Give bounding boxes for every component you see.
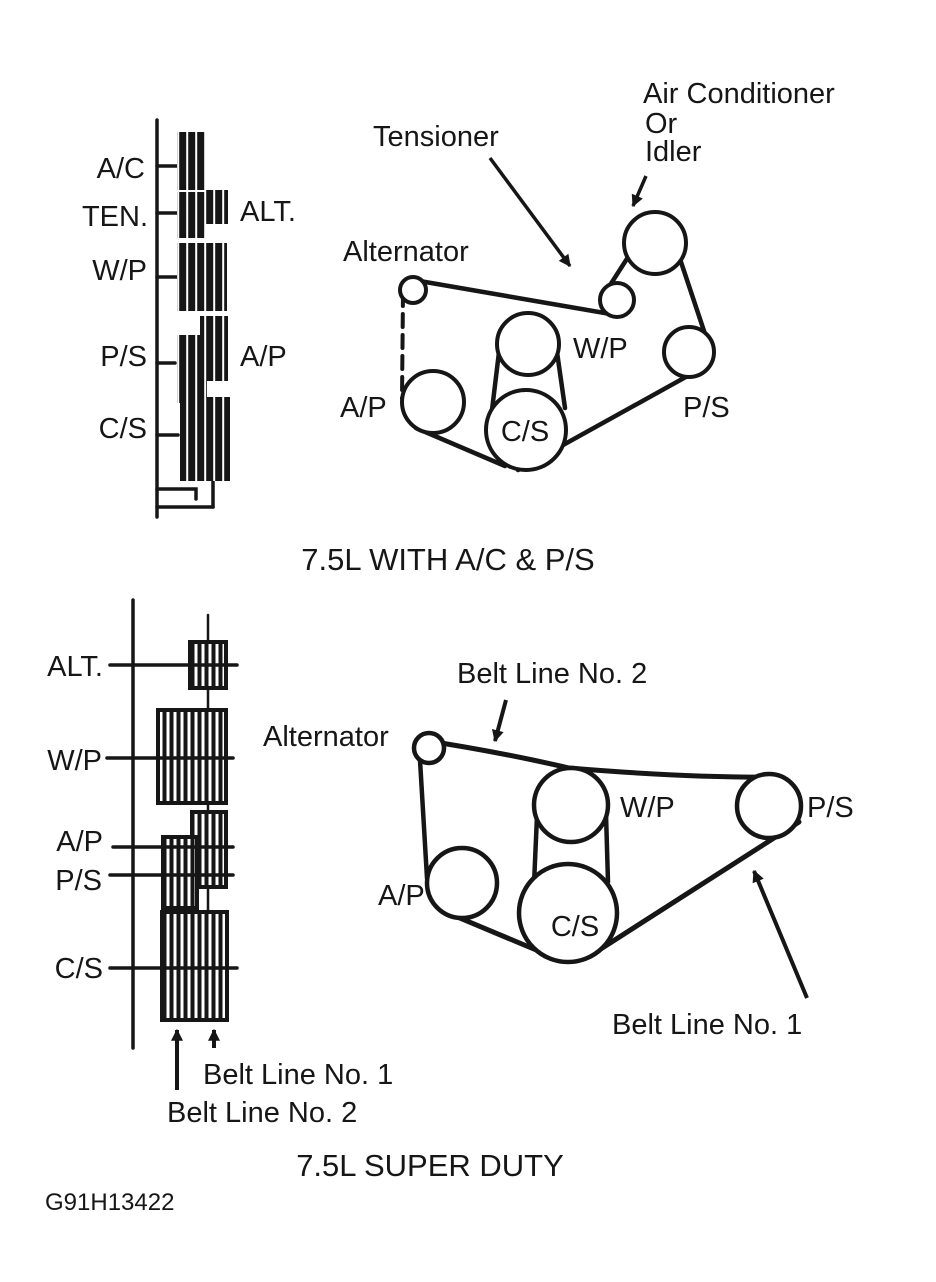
d2-circle-powersteering (734, 771, 804, 841)
d2-label-ap: A/P (378, 880, 425, 912)
d1-label-idler: Idler (645, 136, 702, 168)
d2-front-view: Belt Line No. 2 Alternator W/P P/S A/P C… (263, 658, 854, 1041)
d2-side-label-beltline1: Belt Line No. 1 (203, 1059, 393, 1091)
d2-beltline2-arrow (492, 699, 508, 743)
d1-side-label-alt: ALT. (240, 196, 296, 228)
d1-pulley-ac (177, 132, 205, 190)
d1-bracket-step (155, 487, 198, 501)
d1-circle-alternator (398, 275, 428, 305)
d2-side-label-alt: ALT. (47, 651, 103, 683)
d1-pulley-waterpump (177, 243, 227, 311)
diagram-75l-with-ac-ps: A/C TEN. W/P P/S C/S ALT. A/P (82, 78, 835, 577)
figure-code: G91H13422 (45, 1189, 174, 1216)
d1-label-wp: W/P (573, 333, 628, 365)
d1-label-alternator: Alternator (343, 236, 469, 268)
d1-side-label-ten: TEN. (82, 201, 148, 233)
d2-circle-waterpump (531, 765, 611, 845)
d2-label-beltline2: Belt Line No. 2 (457, 658, 647, 690)
d1-circle-crankshaft (484, 388, 568, 472)
d2-belt-ap-alt (417, 757, 430, 881)
d1-side-label-ps: P/S (100, 341, 147, 373)
d1-pulley-powersteering (177, 335, 207, 403)
d2-label-ps: P/S (807, 792, 854, 824)
d1-circle-waterpump (495, 311, 561, 377)
d1-circle-powersteering (662, 325, 716, 379)
d2-belt-top-run (419, 737, 783, 780)
d1-side-view: A/C TEN. W/P P/S C/S ALT. A/P (82, 118, 296, 519)
d1-circle-airpump (400, 369, 466, 435)
d2-caption: 7.5L SUPER DUTY (296, 1148, 564, 1183)
d1-idler-arrow (631, 175, 648, 208)
d1-label-tensioner: Tensioner (373, 121, 499, 153)
d1-label-or: Or (645, 108, 678, 140)
d1-belt-wp-cs-right (554, 349, 568, 411)
d1-side-label-ac: A/C (97, 153, 145, 185)
d2-pulley-crankshaft (160, 910, 229, 1022)
d2-label-beltline1: Belt Line No. 1 (612, 1009, 802, 1041)
d1-pulley-tensioner (177, 192, 205, 238)
d2-pulley-airpump (161, 835, 199, 910)
d1-label-air-conditioner: Air Conditioner (643, 78, 835, 110)
d1-caption: 7.5L WITH A/C & P/S (301, 542, 594, 577)
d2-side-label-ps: P/S (55, 865, 102, 897)
d1-circle-tensioner (598, 281, 636, 319)
d1-label-cs: C/S (501, 416, 549, 448)
d1-belt-alt-tensioner (405, 276, 625, 319)
d1-label-ps: P/S (683, 392, 730, 424)
d1-belt-wp-cs-left (489, 349, 502, 413)
d2-belt-ps-cs (593, 819, 802, 955)
d1-tensioner-arrow (488, 156, 572, 268)
d1-side-label-ap: A/P (240, 341, 287, 373)
d2-side-view: ALT. W/P A/P P/S C/S Belt Line No. 1 Bel… (47, 598, 393, 1129)
diagram-75l-super-duty: ALT. W/P A/P P/S C/S Belt Line No. 1 Bel… (47, 598, 854, 1183)
d1-side-label-cs: C/S (99, 413, 147, 445)
d2-circle-crankshaft (516, 861, 620, 965)
d2-belt-wp-cs-left (531, 813, 540, 887)
d2-side-label-wp: W/P (47, 745, 102, 777)
d2-belt-cs-ap (452, 913, 544, 955)
d2-belt-wp-cs-right (603, 811, 611, 885)
d2-label-alternator: Alternator (263, 721, 389, 753)
d1-label-ap: A/P (340, 392, 387, 424)
d2-beltline1-arrow (752, 869, 809, 999)
d1-pulley-alternator (205, 190, 228, 224)
d2-side-label-ap: A/P (56, 826, 103, 858)
d2-side-label-cs: C/S (55, 953, 103, 985)
d2-label-wp: W/P (620, 792, 675, 824)
d1-pulley-crankshaft (180, 397, 230, 481)
d1-side-label-wp: W/P (92, 255, 147, 287)
d2-label-cs: C/S (551, 911, 599, 943)
d1-circle-ac-idler (622, 210, 688, 276)
d1-front-view: Tensioner Air Conditioner Or Idler Alter… (340, 78, 835, 473)
d1-belt-ap-alt-dashed (400, 291, 405, 400)
d2-side-label-beltline2: Belt Line No. 2 (167, 1097, 357, 1129)
d2-circle-alternator (411, 730, 447, 766)
d2-circle-airpump (424, 845, 500, 921)
